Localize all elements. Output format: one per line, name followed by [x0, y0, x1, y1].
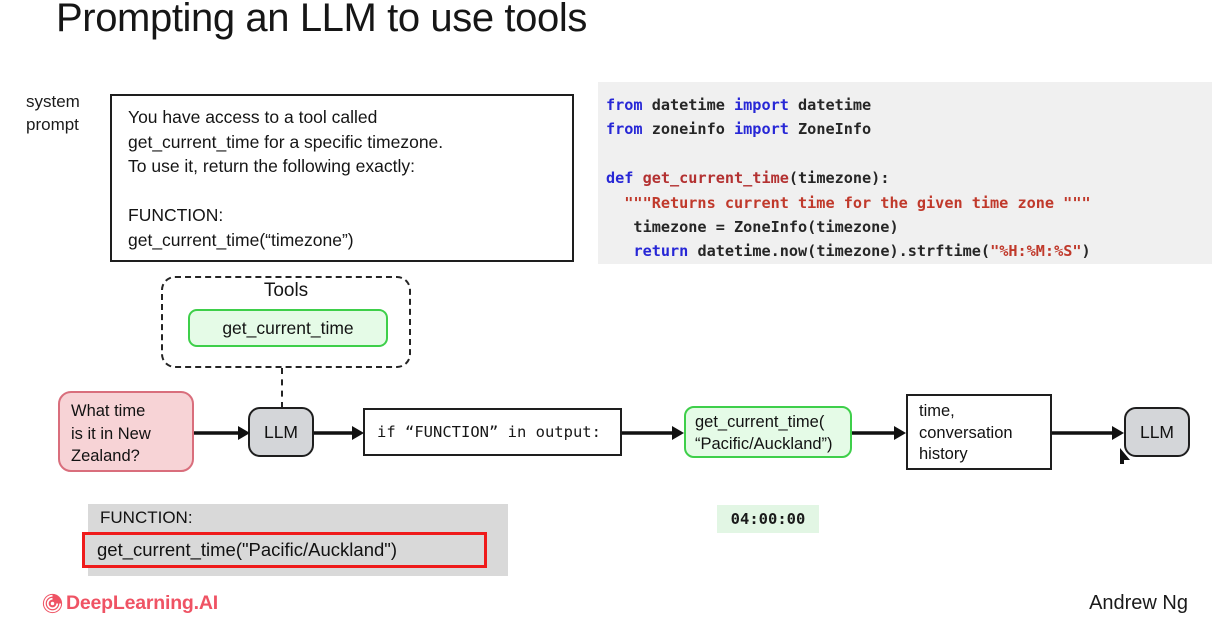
llm-node-1-label: LLM [263, 421, 299, 442]
user-question-text: What time is it in New Zealand? [71, 402, 151, 465]
tools-title: Tools [263, 280, 309, 301]
footer-logo: DeepLearning.AI [42, 592, 218, 615]
tools-to-llm-dashed-connector [281, 368, 283, 408]
time-result-value: 04:00:00 [730, 510, 806, 528]
arrow-question-to-llm [194, 426, 250, 440]
code-text: from datetime import datetime from zonei… [606, 96, 1091, 261]
llm-node-1: LLM [248, 407, 314, 457]
footer-brand-label: DeepLearning.AI [66, 592, 218, 614]
arrow-context-to-llm2 [1052, 426, 1124, 440]
code-panel: from datetime import datetime from zonei… [598, 82, 1212, 264]
output-call-text: get_current_time("Pacific/Auckland") [97, 539, 398, 560]
arrow-condition-to-tool-call [622, 426, 684, 440]
tool-call-text: get_current_time( “Pacific/Auckland”) [695, 413, 833, 453]
condition-text: if “FUNCTION” in output: [377, 423, 601, 441]
system-prompt-text: You have access to a tool called get_cur… [128, 107, 444, 250]
system-prompt-box: You have access to a tool called get_cur… [110, 94, 574, 262]
user-question-box: What time is it in New Zealand? [58, 391, 194, 472]
arrow-tool-call-to-context [852, 426, 906, 440]
context-text: time, conversation history [919, 402, 1013, 463]
output-function-label: FUNCTION: [100, 508, 193, 527]
tools-container: Tools get_current_time [161, 276, 411, 368]
arrow-llm2-inbound-marker [1120, 448, 1130, 464]
tool-call-box: get_current_time( “Pacific/Auckland”) [684, 406, 852, 458]
page-title: Prompting an LLM to use tools [56, 0, 587, 40]
context-box: time, conversation history [906, 394, 1052, 470]
deeplearning-swirl-icon [42, 593, 63, 614]
system-prompt-label: system prompt [26, 92, 80, 134]
tool-chip-label: get_current_time [222, 317, 354, 338]
tool-chip-get-current-time[interactable]: get_current_time [188, 309, 388, 347]
footer-author: Andrew Ng [1089, 592, 1188, 614]
model-output-panel: FUNCTION: get_current_time("Pacific/Auck… [82, 504, 508, 576]
time-result-badge: 04:00:00 [717, 505, 819, 533]
output-highlight-box: get_current_time("Pacific/Auckland") [82, 532, 487, 568]
condition-box: if “FUNCTION” in output: [363, 408, 622, 456]
llm-node-2-label: LLM [1139, 421, 1175, 442]
arrow-llm-to-condition [314, 426, 364, 440]
llm-node-2: LLM [1124, 407, 1190, 457]
